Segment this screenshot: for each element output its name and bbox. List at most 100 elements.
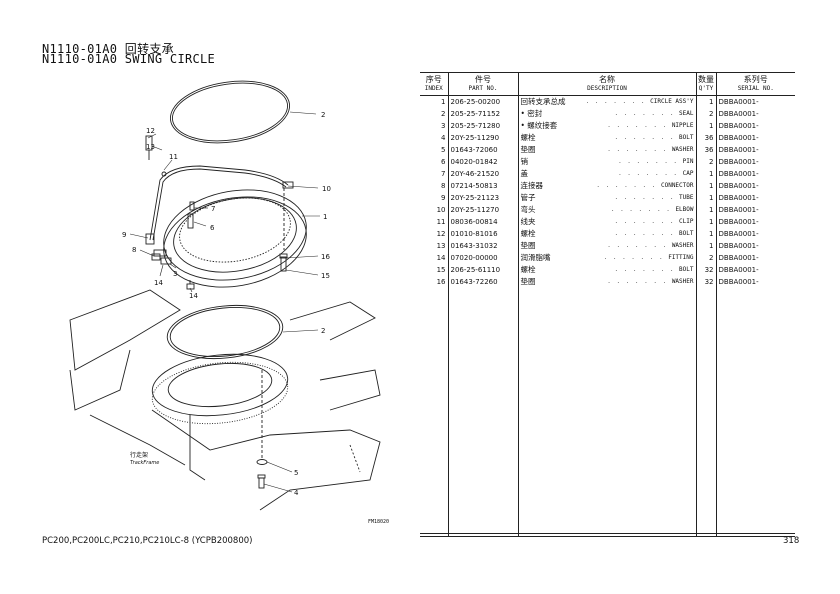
desc-en-text: BOLT [679, 134, 694, 141]
cell-part-no: 07214-50813 [447, 180, 518, 192]
cell-qty: 36 [695, 132, 716, 144]
desc-en-text: SEAL [679, 110, 694, 117]
desc-en-text: CLIP [679, 218, 694, 225]
cell-index: 10 [436, 205, 446, 214]
callout-leaders [129, 111, 320, 493]
callout-3: 3 [173, 270, 177, 278]
cell-part-no: 01643-72060 [447, 144, 518, 156]
cell-part-no: 01643-72260 [447, 276, 518, 288]
leader-dots: . . . . . . . [614, 266, 680, 273]
desc-cn: 弯头 [520, 205, 536, 214]
bolt-set-bottom [256, 370, 268, 489]
cell-serial: DBBA0001- [715, 180, 795, 192]
desc-en: . . . . . . . CIRCLE ASS'Y [586, 96, 694, 107]
desc-en: . . . . . . . PIN [618, 156, 693, 167]
page-number: 318 [783, 536, 800, 546]
cell-index: 6 [441, 157, 446, 166]
cell-description: 回转支承总成. . . . . . . CIRCLE ASS'Y [517, 95, 696, 108]
desc-en: . . . . . . . WASHER [607, 240, 693, 251]
desc-cn: 垫圈 [520, 277, 536, 286]
callout-15: 15 [321, 272, 330, 280]
desc-cn: 螺栓 [520, 133, 536, 142]
desc-en-text: WASHER [671, 278, 694, 285]
desc-cn: 螺栓 [520, 265, 536, 274]
desc-en-text: CAP [682, 170, 694, 177]
cell-qty: 1 [695, 192, 716, 204]
desc-en: . . . . . . . CONNECTOR [596, 180, 693, 191]
cell-index: 3 [441, 121, 446, 130]
callout-4: 4 [294, 489, 299, 497]
callout-8: 8 [132, 246, 136, 254]
cell-description: 线夹. . . . . . . CLIP [517, 216, 696, 228]
track-frame [69, 289, 381, 511]
cell-description: • 密封 . . . . . . . SEAL [517, 108, 696, 120]
cell-serial: DBBA0001- [715, 144, 795, 156]
cell-part-no: 20Y-25-21123 [447, 192, 518, 204]
cell-serial: DBBA0001- [715, 95, 795, 108]
cell-index: 16 [436, 277, 446, 286]
cell-index: 5 [441, 145, 446, 154]
desc-en-text: BOLT [679, 266, 694, 273]
leader-dots: . . . . . . . [614, 194, 680, 201]
desc-en: . . . . . . . BOLT [614, 132, 693, 143]
desc-en-text: BOLT [679, 230, 694, 237]
cell-qty: 1 [695, 120, 716, 132]
footer-rule [420, 533, 795, 534]
cell-description: 润滑脂嘴. . . . . . . FITTING [517, 252, 696, 264]
cell-serial: DBBA0001- [715, 240, 795, 252]
leader-dots: . . . . . . . [596, 182, 661, 189]
leader-dots: . . . . . . . [607, 278, 672, 285]
cell-qty: 1 [695, 168, 716, 180]
desc-en: . . . . . . . ELBOW [611, 204, 694, 215]
seal-ring-top [169, 80, 291, 144]
cell-qty: 32 [695, 264, 716, 276]
callout-11: 11 [169, 153, 178, 161]
callout-13: 13 [146, 143, 155, 151]
callout-14-left: 14 [154, 279, 163, 287]
desc-cn: 螺栓 [520, 229, 536, 238]
cell-part-no: 206-25-00200 [447, 95, 518, 108]
bolt-set-top [279, 188, 288, 272]
cell-index: 9 [441, 193, 446, 202]
desc-en: . . . . . . . FITTING [604, 252, 694, 263]
desc-en: . . . . . . . SEAL [614, 108, 693, 119]
leader-dots: . . . . . . . [614, 110, 680, 117]
cell-description: 弯头 . . . . . . . ELBOW [517, 204, 696, 216]
callout-2-bottom: 2 [321, 327, 325, 335]
leader-dots: . . . . . . . [585, 98, 651, 105]
desc-en-text: WASHER [671, 242, 694, 249]
cell-index: 14 [436, 253, 446, 262]
leader-dots: . . . . . . . [614, 134, 680, 141]
desc-cn: 盖 [520, 169, 529, 178]
figure-code: FM18020 [368, 519, 390, 525]
callout-1: 1 [323, 213, 327, 221]
cell-description: 管子. . . . . . . TUBE [517, 192, 696, 204]
cell-index: 1 [441, 97, 446, 106]
leader-dots: . . . . . . . [607, 122, 672, 129]
cell-part-no: 20Y-46-21520 [447, 168, 518, 180]
pin-and-cap [187, 201, 195, 229]
cell-part-no: 20Y-25-11270 [447, 204, 518, 216]
desc-cn: • 密封 [520, 109, 543, 118]
desc-en-text: NIPPLE [671, 122, 694, 129]
trackframe-label-cn: 行走架 [130, 452, 149, 459]
leader-dots: . . . . . . . [607, 146, 672, 153]
desc-cn: 销 [520, 157, 529, 166]
cell-serial: DBBA0001- [715, 276, 795, 288]
desc-cn: • 螺纹接套 [520, 121, 558, 130]
cell-qty: 1 [695, 180, 716, 192]
desc-cn: 线夹 [520, 217, 536, 226]
cell-qty: 2 [695, 108, 716, 120]
page-title-en: N1110-01A0 SWING CIRCLE [42, 52, 216, 66]
callout-9: 9 [122, 231, 126, 239]
